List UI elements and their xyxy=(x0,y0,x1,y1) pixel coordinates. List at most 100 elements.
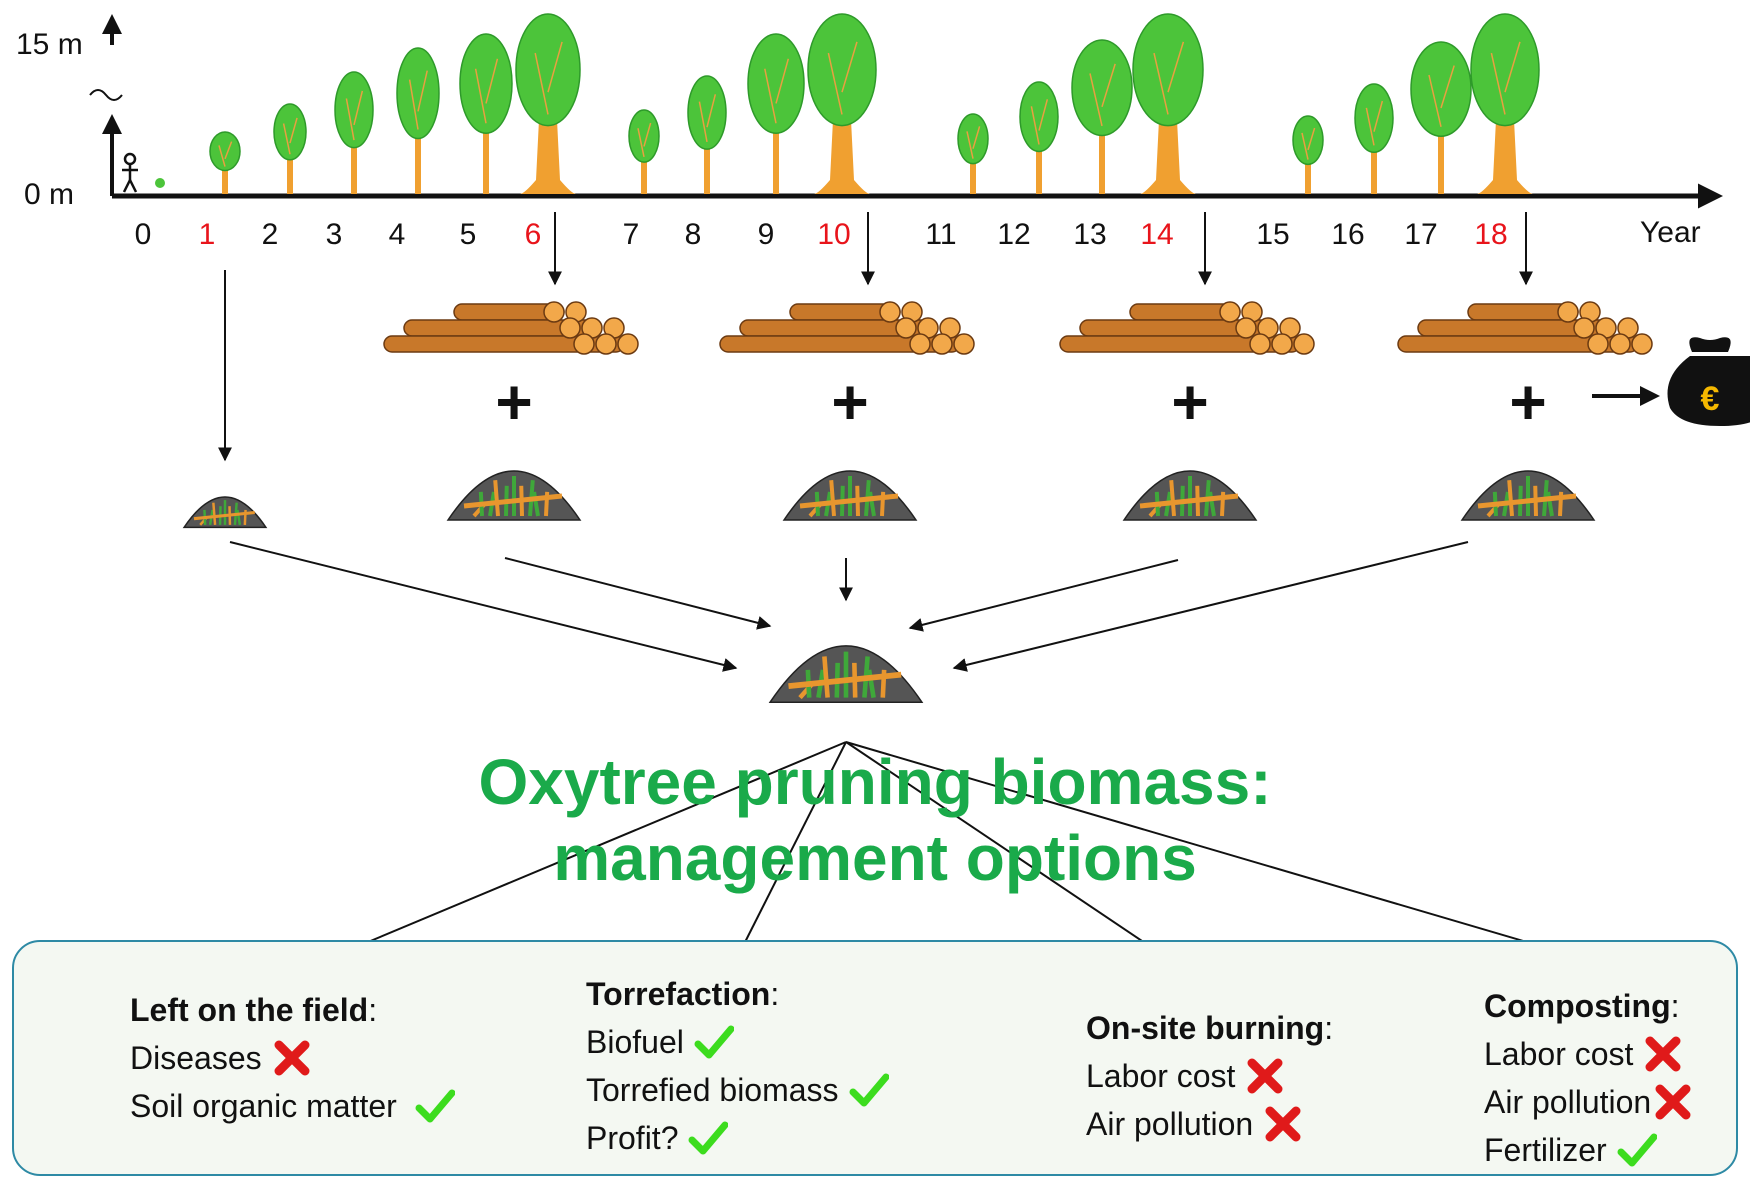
option-heading: Left on the field xyxy=(130,992,369,1028)
option-left-on-field: Left on the field: Diseases Soil organic… xyxy=(130,986,456,1130)
year-axis-label: Year xyxy=(1640,216,1701,249)
option-item: Torrefied biomass xyxy=(586,1072,839,1108)
option-item: Labor cost xyxy=(1484,1036,1634,1072)
option-torrefaction: Torrefaction: Biofuel Torrefied biomass … xyxy=(586,970,890,1162)
tree-icon xyxy=(1292,115,1324,194)
cross-icon xyxy=(1263,1104,1303,1144)
colon: : xyxy=(770,976,780,1012)
year-label-17: 17 xyxy=(1404,218,1437,251)
options-panel xyxy=(12,940,1738,1176)
plus-icon: + xyxy=(495,366,532,438)
check-icon xyxy=(688,1118,729,1158)
height-axis xyxy=(89,14,123,196)
log-pile-icon xyxy=(1059,301,1315,355)
option-composting: Composting: Labor cost Air pollution Fer… xyxy=(1484,982,1693,1174)
check-icon xyxy=(1617,1130,1658,1170)
year-label-1: 1 xyxy=(199,218,216,251)
biomass-pile-icon xyxy=(1122,470,1258,521)
option-item: Soil organic matter xyxy=(130,1088,397,1124)
cross-icon xyxy=(272,1038,312,1078)
colon: : xyxy=(1324,1010,1334,1046)
tree-icon xyxy=(1071,39,1133,194)
year-label-6: 6 xyxy=(525,218,542,251)
option-heading: On-site burning xyxy=(1086,1010,1325,1046)
tree-icon xyxy=(1354,83,1394,194)
tree-icon xyxy=(396,47,440,194)
option-item: Air pollution xyxy=(1484,1084,1652,1120)
biomass-pile-icon xyxy=(768,645,924,703)
tree-icon xyxy=(1410,41,1472,194)
tree-icon xyxy=(515,13,581,194)
height-bottom-label: 0 m xyxy=(24,178,75,211)
person-icon xyxy=(122,152,138,193)
option-item: Labor cost xyxy=(1086,1058,1236,1094)
cross-icon xyxy=(1653,1082,1693,1122)
page-title-line2: management options xyxy=(553,822,1197,894)
option-heading: Composting xyxy=(1484,988,1671,1024)
year-label-14: 14 xyxy=(1140,218,1173,251)
log-pile-icon xyxy=(719,301,975,355)
year-label-2: 2 xyxy=(262,218,279,251)
year-label-13: 13 xyxy=(1073,218,1106,251)
biomass-pile-icon xyxy=(1460,470,1596,521)
check-icon xyxy=(415,1086,456,1126)
cross-icon xyxy=(1245,1056,1285,1096)
tree-icon xyxy=(628,109,660,194)
log-pile-icon xyxy=(383,301,639,355)
tree-icon xyxy=(687,75,727,194)
year-label-4: 4 xyxy=(389,218,406,251)
year-label-10: 10 xyxy=(817,218,850,251)
biomass-pile-icon xyxy=(182,496,268,529)
biomass-pile-icon xyxy=(768,645,924,703)
option-item: Fertilizer xyxy=(1484,1132,1607,1168)
year-label-8: 8 xyxy=(685,218,702,251)
tree-icon xyxy=(807,13,877,194)
tree-icon xyxy=(957,113,989,194)
check-icon xyxy=(849,1070,890,1110)
year-label-5: 5 xyxy=(460,218,477,251)
year-label-12: 12 xyxy=(997,218,1030,251)
page-title-line1: Oxytree pruning biomass: xyxy=(478,746,1272,818)
plus-icon: + xyxy=(1509,366,1546,438)
tree-icon xyxy=(334,71,374,194)
year-label-16: 16 xyxy=(1331,218,1364,251)
option-arrows xyxy=(280,741,1624,993)
collection-arrows xyxy=(229,541,1469,672)
tree-icon xyxy=(273,103,307,194)
year-label-9: 9 xyxy=(758,218,775,251)
seedling-icon xyxy=(155,178,165,188)
option-on-site-burning: On-site burning: Labor cost Air pollutio… xyxy=(1086,1004,1333,1148)
option-item: Diseases xyxy=(130,1040,262,1076)
height-top-label: 15 m xyxy=(16,28,83,61)
colon: : xyxy=(368,992,378,1028)
option-item: Air pollution xyxy=(1086,1106,1254,1142)
colon: : xyxy=(1670,988,1680,1024)
tree-icon xyxy=(747,33,805,194)
year-label-15: 15 xyxy=(1256,218,1289,251)
cross-icon xyxy=(1643,1034,1683,1074)
year-label-11: 11 xyxy=(925,218,956,251)
year-label-3: 3 xyxy=(326,218,343,251)
money-bag-icon: € xyxy=(1667,337,1750,426)
harvest-outputs: + + + + xyxy=(182,212,1653,529)
tree-icon xyxy=(209,131,241,194)
year-label-18: 18 xyxy=(1474,218,1507,251)
tree-icon xyxy=(1132,13,1204,194)
option-heading: Torrefaction xyxy=(586,976,771,1012)
log-pile-icon xyxy=(1397,301,1653,355)
trees xyxy=(209,13,1540,194)
tree-icon xyxy=(1470,13,1540,194)
tree-icon xyxy=(1019,81,1059,194)
biomass-pile-icon xyxy=(782,470,918,521)
year-label-0: 0 xyxy=(135,218,152,251)
biomass-pile-icon xyxy=(446,470,582,521)
tree-icon xyxy=(459,33,513,194)
year-label-7: 7 xyxy=(623,218,640,251)
plus-icon: + xyxy=(1171,366,1208,438)
option-item: Biofuel xyxy=(586,1024,684,1060)
check-icon xyxy=(694,1022,735,1062)
plus-icon: + xyxy=(831,366,868,438)
option-item: Profit? xyxy=(586,1120,679,1156)
